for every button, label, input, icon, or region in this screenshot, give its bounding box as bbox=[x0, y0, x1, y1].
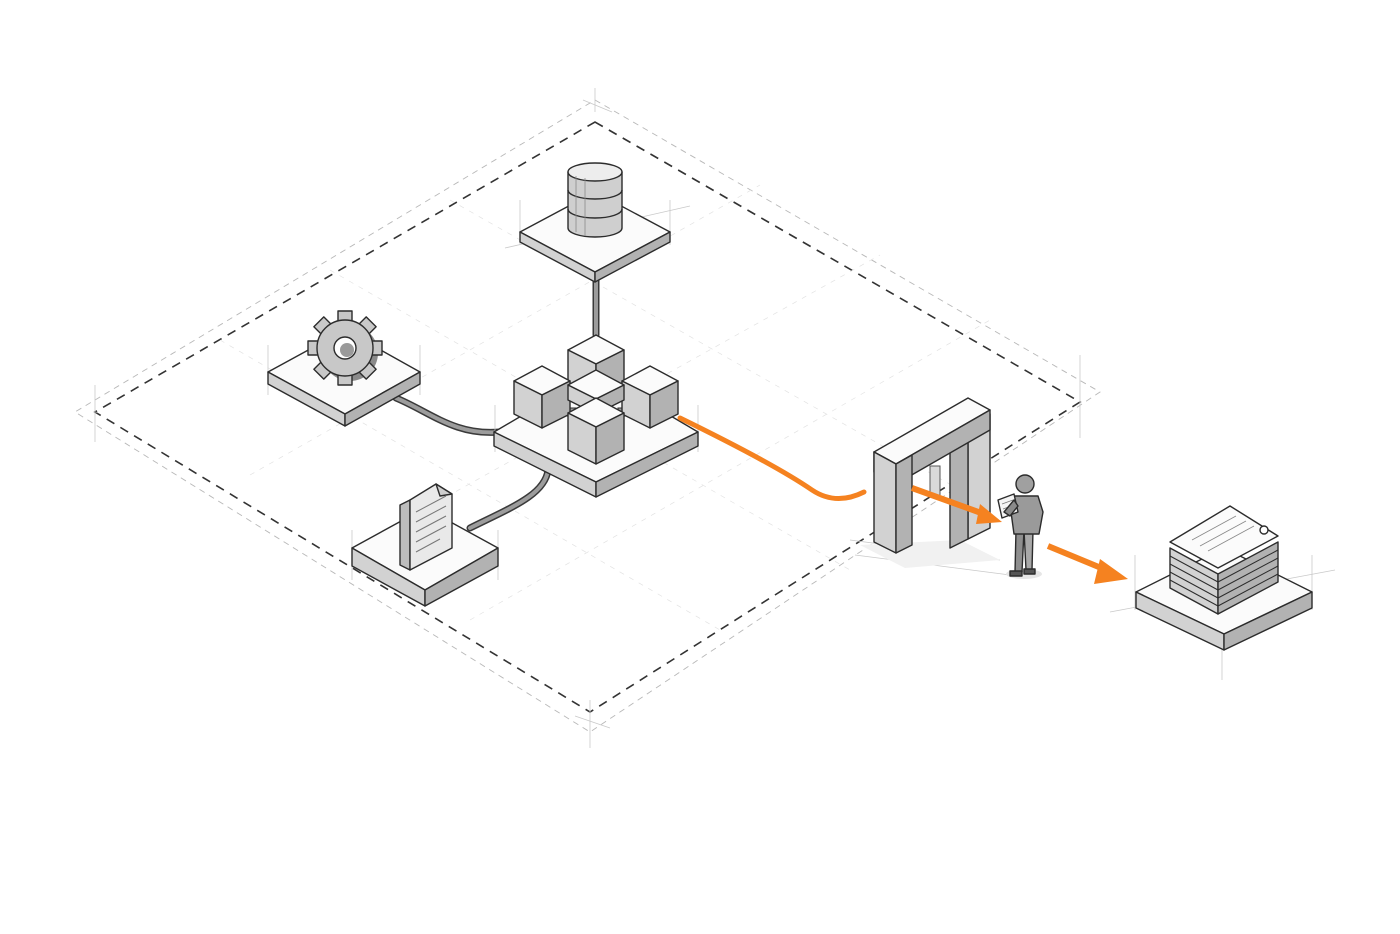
hub-cube-front bbox=[567, 397, 625, 465]
boundary-outer-guide bbox=[74, 99, 1101, 733]
reviewer-node bbox=[997, 474, 1044, 579]
gateway-arch-icon bbox=[873, 397, 991, 554]
document-node bbox=[351, 483, 499, 607]
cube-cluster-icon bbox=[513, 334, 679, 465]
database-node bbox=[504, 162, 691, 283]
document-stack-icon bbox=[1169, 505, 1279, 615]
settings-node bbox=[267, 310, 421, 427]
document-icon bbox=[399, 483, 453, 571]
hub-cube-right bbox=[621, 365, 679, 429]
database-icon bbox=[567, 162, 623, 238]
output-node bbox=[1109, 505, 1336, 680]
accent-arrow-reviewer-output bbox=[1046, 543, 1128, 584]
hub-cube-left bbox=[513, 365, 571, 429]
person-with-clipboard-icon bbox=[997, 474, 1044, 579]
system-boundary bbox=[74, 88, 1101, 748]
gear-icon bbox=[307, 310, 383, 386]
accent-flow-hub-gateway bbox=[677, 415, 867, 501]
hub-node bbox=[493, 334, 699, 498]
accent-arrow-gateway-reviewer bbox=[910, 485, 1002, 524]
gateway-node bbox=[849, 397, 1011, 576]
